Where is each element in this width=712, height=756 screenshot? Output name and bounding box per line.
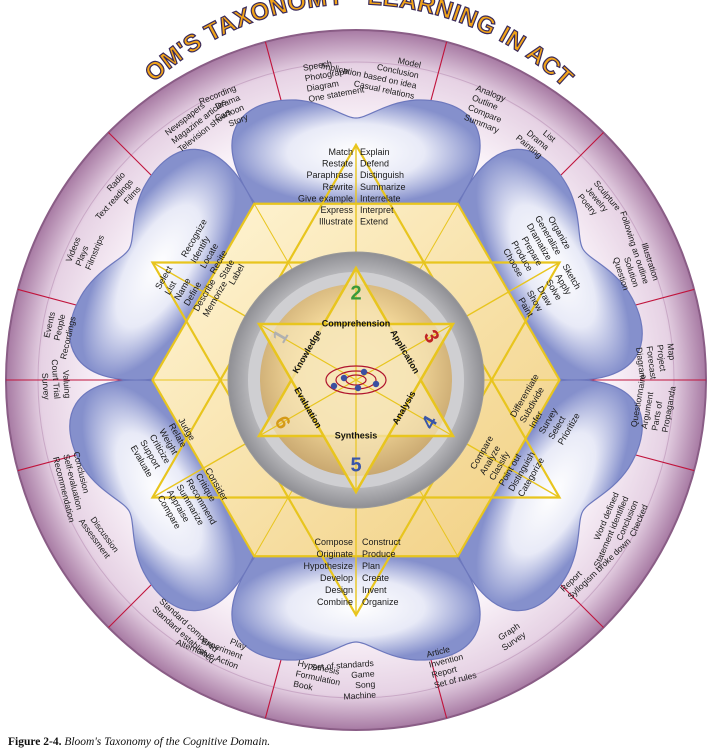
verb-item: Match <box>328 147 353 157</box>
verb-item: Express <box>320 205 353 215</box>
verb-item: Give example <box>298 193 353 203</box>
product-lists: RecordingDramaCartoonStorySpeechPhotogra… <box>40 55 678 702</box>
figure-caption: Figure 2-4. Bloom's Taxonomy of the Cogn… <box>8 736 270 748</box>
verb-item: Summarize <box>360 182 406 192</box>
inner-spoke <box>258 323 357 381</box>
petal <box>69 148 256 381</box>
petal-shape <box>456 379 643 612</box>
verb-item: Invent <box>362 585 387 595</box>
petal <box>69 379 256 612</box>
product-item: Survey <box>40 373 52 401</box>
inner-spoke <box>355 323 454 381</box>
inner-star <box>256 265 456 495</box>
verb-item: Restate <box>322 159 353 169</box>
product-item: Map <box>665 343 677 361</box>
level-number: 5 <box>350 454 361 476</box>
petal-shape <box>456 148 643 381</box>
verb-item: Plan <box>362 561 380 571</box>
verb-list: OrganizeGeneralizeDramatizePrepareProduc… <box>501 214 573 279</box>
inner-spoke <box>258 379 357 437</box>
verb-item: Organize <box>362 597 399 607</box>
product-item: Game <box>351 668 375 680</box>
verb-item: Paraphrase <box>306 170 353 180</box>
atom-electron <box>354 384 362 392</box>
atom-electron <box>372 380 380 388</box>
product-item: Diagram <box>634 347 648 380</box>
atom-orbit <box>325 365 387 395</box>
product-item: Song <box>355 679 376 690</box>
verb-list: ExplainDefendDistinguishSummarizeInterre… <box>360 147 406 227</box>
verb-item: Produce <box>362 549 396 559</box>
product-item: Set of standards <box>311 658 374 672</box>
verb-item: Interpret <box>360 205 394 215</box>
verb-list: ComposeOriginateHypothesizeDevelopDesign… <box>303 537 353 607</box>
caption-text: Bloom's Taxonomy of the Cognitive Domain… <box>64 736 271 748</box>
verb-item: Rewrite <box>322 182 353 192</box>
atom-electron <box>330 382 338 390</box>
product-item: Machine <box>343 689 376 701</box>
caption-figure-number: Figure 2-4. <box>8 736 62 748</box>
product-item: Book <box>293 679 315 693</box>
atom-icon <box>325 365 387 395</box>
product-item: Project <box>655 344 668 372</box>
petal-shape <box>69 379 256 612</box>
petal <box>456 379 643 612</box>
verb-item: Develop <box>320 573 353 583</box>
level-name: Synthesis <box>335 430 378 440</box>
verb-item: Interrelate <box>360 193 401 203</box>
inner-spoke <box>355 379 454 437</box>
verb-item: Hypothesize <box>303 561 353 571</box>
product-item: Model <box>397 55 422 70</box>
product-item: Court Trial <box>50 359 63 399</box>
atom-electron <box>340 374 348 382</box>
verb-item: Compose <box>314 537 353 547</box>
verb-item: Construct <box>362 537 401 547</box>
verb-item: Extend <box>360 217 388 227</box>
verb-item: Explain <box>360 147 390 157</box>
verb-item: Design <box>325 585 353 595</box>
verb-item: Distinguish <box>360 170 404 180</box>
verb-item: Create <box>362 573 389 583</box>
verb-item: Combine <box>317 597 353 607</box>
petal <box>456 148 643 381</box>
product-item: Valuing <box>61 370 73 399</box>
petal-shape <box>69 148 256 381</box>
verb-item: Defend <box>360 159 389 169</box>
product-item: Forecast <box>645 345 659 380</box>
level-number: 2 <box>350 282 361 304</box>
level-name: Comprehension <box>322 318 391 328</box>
verb-item: Illustrate <box>319 217 353 227</box>
atom-electron <box>360 368 368 376</box>
verb-item: Originate <box>316 549 353 559</box>
bloom-wheel-diagram: 1Knowledge2Comprehension3Application4Ana… <box>0 0 707 731</box>
